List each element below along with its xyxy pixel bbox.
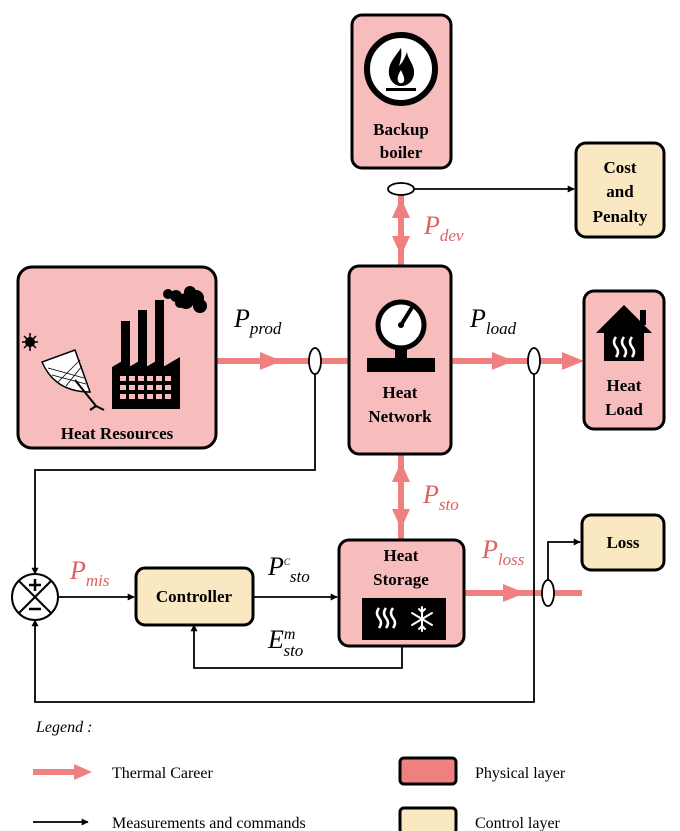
- var-p-dev: Pdev: [423, 211, 464, 245]
- backup-boiler-label-1: Backup: [373, 120, 429, 139]
- heat-network-label-2: Network: [368, 407, 432, 426]
- storage-panel: [362, 598, 446, 640]
- sensor-loss: [541, 579, 555, 607]
- sensor-prod: [308, 347, 322, 375]
- loss-frame: [580, 513, 666, 572]
- and-label: and: [606, 182, 634, 201]
- heat-resources-label: Heat Resources: [61, 424, 174, 443]
- sensors: [308, 182, 555, 607]
- legend-control-swatch: [398, 806, 458, 831]
- controller-box: Controller: [134, 566, 255, 627]
- flow-loss-arrow: [503, 584, 525, 602]
- var-p-prod: Pprod: [233, 304, 282, 338]
- flow-sto-arrow-down: [392, 509, 410, 529]
- controller-label: Controller: [156, 587, 233, 606]
- backup-boiler-label-2: boiler: [380, 143, 423, 162]
- heat-load-label-1: Heat: [607, 376, 642, 395]
- flow-load-end-arrow: [562, 352, 584, 370]
- legend-title: Legend :: [35, 719, 92, 736]
- line-load-to-sum: [31, 371, 535, 703]
- line-storage-to-controller: [190, 624, 403, 669]
- penalty-label: Penalty: [593, 207, 648, 226]
- loss-box: Loss: [580, 513, 666, 572]
- var-p-load: Pload: [469, 304, 517, 338]
- var-p-sto: Psto: [422, 480, 459, 514]
- backup-boiler-box: Backup boiler: [350, 13, 453, 170]
- fire-icon: [364, 32, 438, 106]
- heat-load-label-2: Load: [605, 400, 643, 419]
- legend-control-label: Control layer: [475, 815, 561, 831]
- sensor-dev: [387, 182, 415, 196]
- line-prod-to-sum: [31, 371, 316, 575]
- legend-measurement-label: Measurements and commands: [112, 815, 306, 831]
- var-p-loss: Ploss: [481, 535, 525, 569]
- measurement-lines: [31, 185, 581, 703]
- thermal-flows: [216, 188, 584, 602]
- legend-thermal-arrow: [74, 764, 92, 780]
- snowflake-icon: [411, 606, 433, 632]
- cost-penalty-frame: [574, 141, 666, 239]
- sensor-load: [527, 347, 541, 375]
- pressure-gauge-icon: [367, 299, 435, 372]
- house-heat-icon: [596, 305, 652, 361]
- flow-sto-arrow-up: [392, 462, 410, 482]
- factory-icon: [112, 286, 207, 409]
- legend-thermal-label: Thermal Career: [112, 765, 214, 782]
- flow-load-arrow: [492, 352, 514, 370]
- sun-icon: [22, 333, 38, 351]
- line-to-loss: [547, 538, 581, 583]
- loss-label: Loss: [606, 533, 639, 552]
- var-p-mis: Pmis: [69, 556, 110, 590]
- legend-physical-swatch: [398, 756, 458, 786]
- legend-physical-label: Physical layer: [475, 765, 566, 782]
- heat-resources-box: Heat Resources: [16, 265, 218, 450]
- heat-load-box: Heat Load: [582, 289, 666, 431]
- flow-dev-arrow-up: [392, 198, 410, 218]
- controller-frame: [134, 566, 255, 627]
- legend: Legend : Thermal Career Measurements and…: [33, 719, 566, 831]
- solar-dish-icon: [40, 349, 105, 411]
- cost-penalty-box: Cost and Penalty: [574, 141, 666, 239]
- heat-network-label-1: Heat: [383, 383, 418, 402]
- flow-prod-arrow: [260, 352, 282, 370]
- heat-storage-label-2: Storage: [373, 570, 429, 589]
- flow-dev-arrow-down: [392, 236, 410, 256]
- heat-network-box: Heat Network: [347, 264, 453, 456]
- var-p-c-sto: PCsto: [267, 552, 310, 586]
- heat-storage-label-1: Heat: [384, 546, 419, 565]
- summing-junction-icon: [11, 573, 59, 621]
- heat-storage-box: Heat Storage: [337, 538, 466, 648]
- cost-label: Cost: [603, 158, 636, 177]
- heat-waves-icon: [375, 607, 397, 629]
